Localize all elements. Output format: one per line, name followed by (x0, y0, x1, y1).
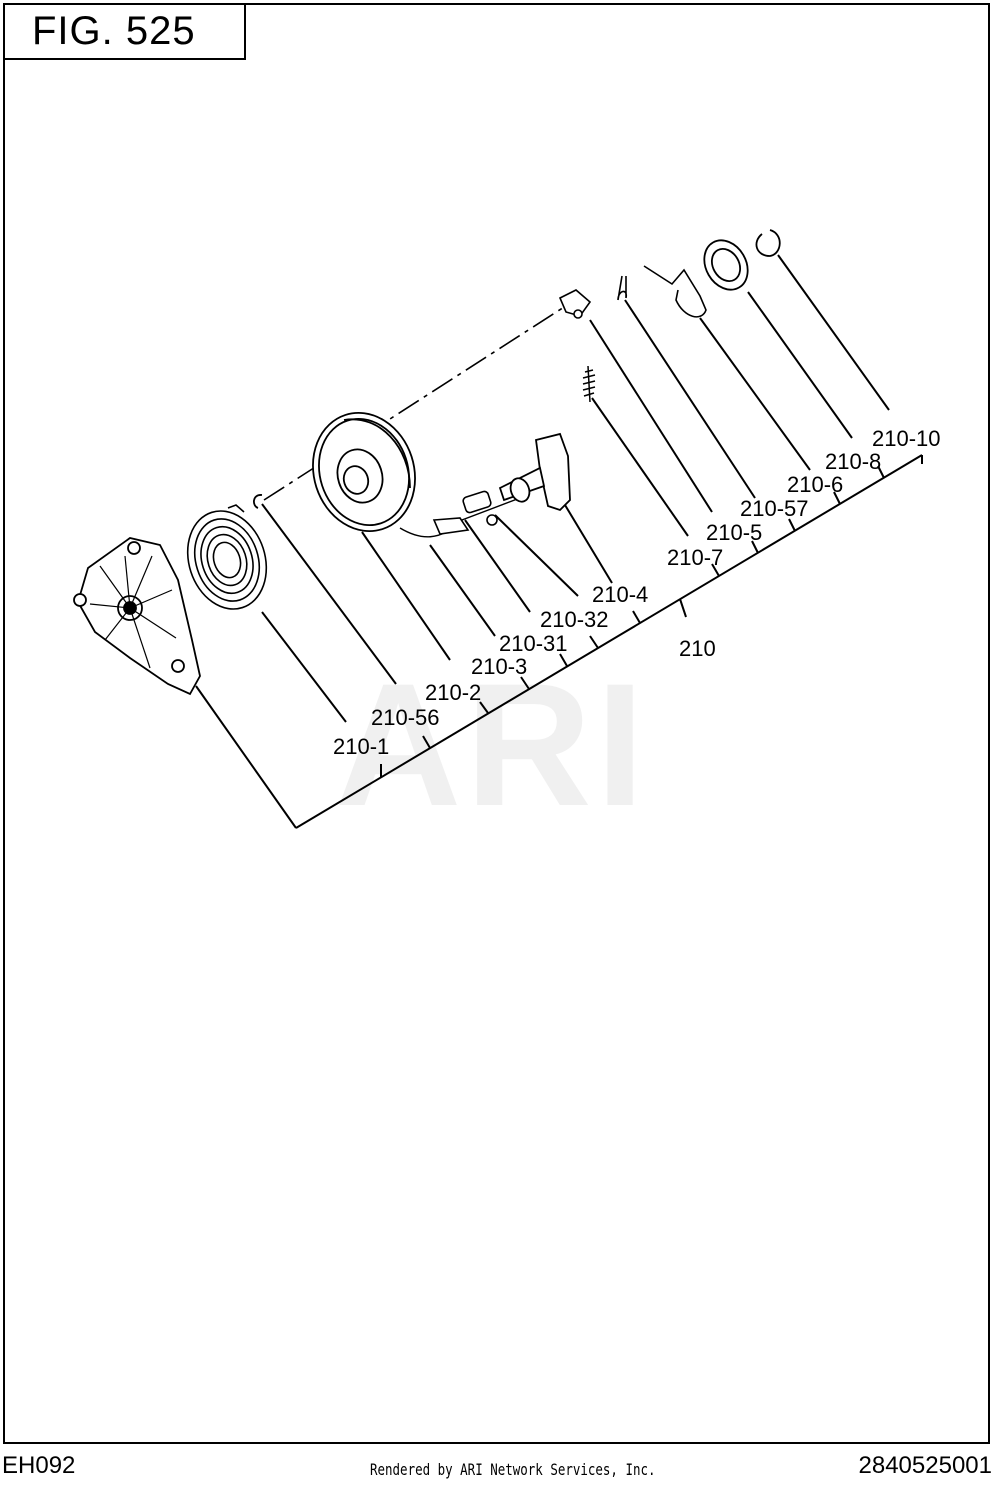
callout-210-31: 210-31 (499, 631, 568, 656)
pin-part (617, 275, 628, 301)
alignment-dashed-line (263, 299, 576, 501)
reel-pulley-part (312, 411, 416, 533)
callout-210-57: 210-57 (740, 496, 809, 521)
callout-210-7: 210-7 (667, 545, 723, 570)
rope-guide-part (432, 490, 498, 535)
spiral-spring-part (186, 504, 268, 610)
footer-drawing-number: 2840525001 (858, 1452, 992, 1479)
footer-rendered-by: Rendered by ARI Network Services, Inc. (370, 1460, 656, 1479)
callout-210-5: 210-5 (706, 520, 762, 545)
callout-210-3: 210-3 (471, 654, 527, 679)
bracket-lines (195, 254, 923, 829)
drawing-frame (3, 3, 990, 1444)
callout-210-32: 210-32 (540, 607, 609, 632)
retaining-ring-part (755, 229, 781, 257)
ari-watermark: ARI (335, 648, 648, 843)
figure-number-box: FIG. 525 (3, 3, 246, 60)
footer-model-code: EH092 (2, 1452, 76, 1479)
figure-label: FIG. 525 (32, 9, 196, 53)
callout-210-6: 210-6 (787, 472, 843, 497)
coil-spring-part (582, 365, 596, 403)
callout-210-2: 210-2 (425, 680, 481, 705)
callout-210-56: 210-56 (371, 705, 440, 730)
callout-210-8: 210-8 (825, 449, 881, 474)
clip-part (253, 494, 263, 509)
starter-case-part (73, 537, 201, 696)
washer-part (703, 239, 749, 291)
wire-spring-part (643, 265, 707, 318)
callout-210-4: 210-4 (592, 582, 648, 607)
callout-210: 210 (679, 636, 716, 661)
callout-210-10: 210-10 (872, 426, 941, 451)
starter-handle-part (498, 432, 571, 512)
callout-210-1: 210-1 (333, 734, 389, 759)
ratchet-part (558, 289, 592, 319)
